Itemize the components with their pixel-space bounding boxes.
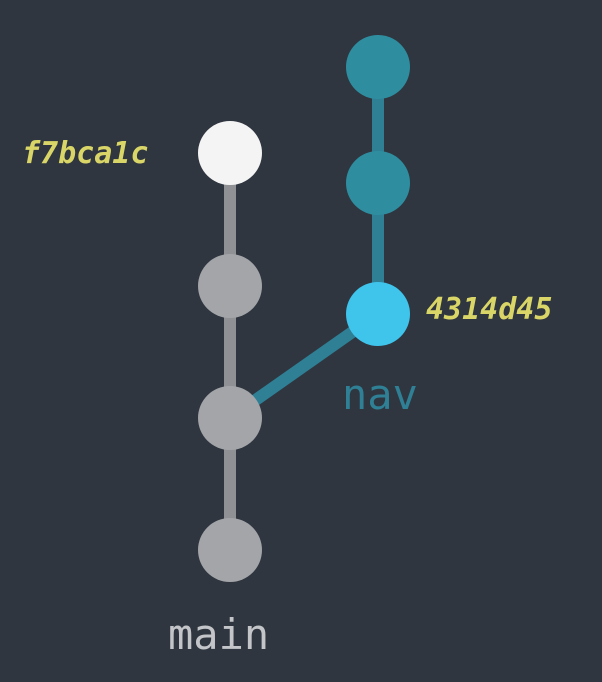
branch-label-nav: nav	[342, 370, 418, 419]
commit-node-main-root[interactable]	[198, 518, 262, 582]
commit-node-main-head[interactable]	[198, 121, 262, 185]
commit-node-main-fork[interactable]	[198, 386, 262, 450]
commit-hash-nav-head: 4314d45	[426, 292, 553, 327]
commit-node-nav[interactable]	[346, 151, 410, 215]
commit-node-main[interactable]	[198, 254, 262, 318]
commit-node-nav[interactable]	[346, 35, 410, 99]
commit-hash-main-head: f7bca1c	[22, 136, 149, 171]
branch-label-main: main	[168, 610, 270, 659]
commit-node-nav-head[interactable]	[346, 282, 410, 346]
